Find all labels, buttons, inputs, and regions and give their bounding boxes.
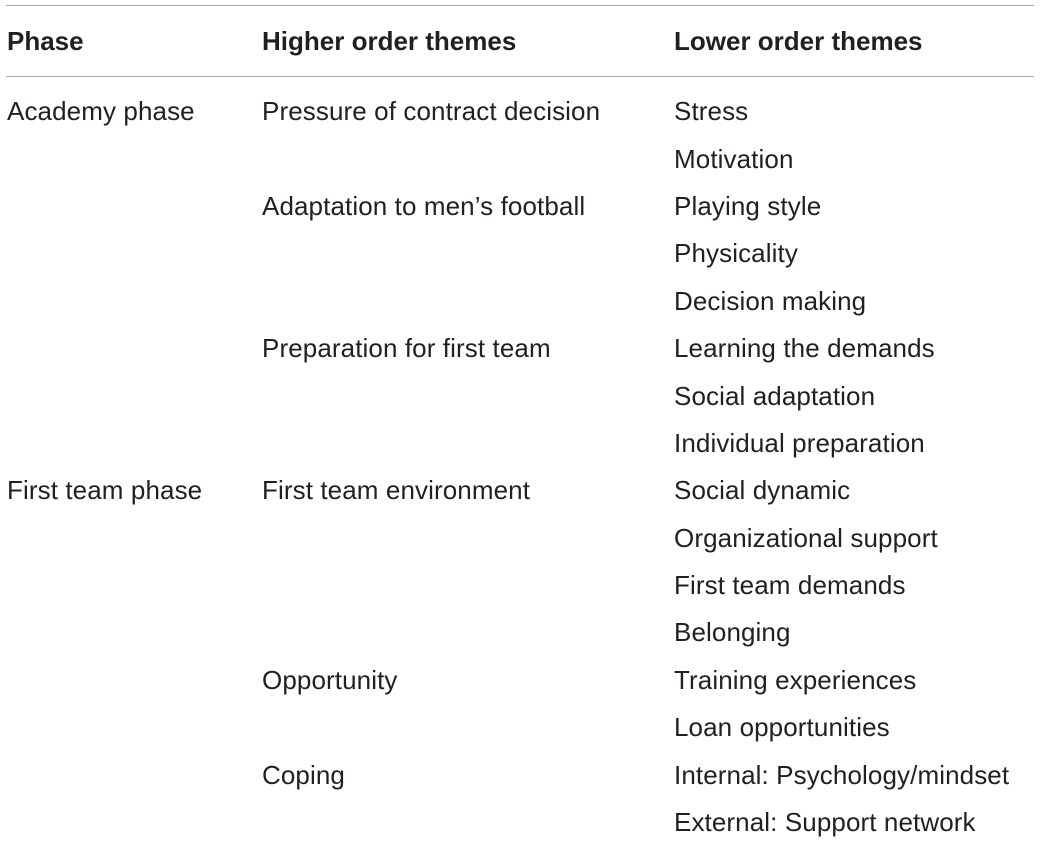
table-row: Academy phase Pressure of contract decisi… [6, 88, 1040, 135]
table-header-rule [6, 76, 1034, 77]
cell-lower-order-theme: Decision making [674, 285, 867, 316]
cell-lower-order-theme: Organizational support [674, 522, 938, 553]
cell-lower-order-theme: Loan opportunities [674, 712, 890, 743]
header-phase: Phase [7, 25, 84, 56]
table-body: Academy phase Pressure of contract decisi… [6, 77, 1040, 846]
table-row: First team phase First team environment So… [6, 467, 1040, 514]
cell-higher-order-theme: Pressure of contract decision [262, 96, 601, 127]
header-higher-order-themes: Higher order themes [262, 25, 517, 56]
table-row: Loan opportunities [6, 704, 1040, 751]
table-row: Adaptation to men’s football Playing styl… [6, 183, 1040, 230]
cell-lower-order-theme: Belonging [674, 617, 791, 648]
cell-phase: First team phase [7, 475, 203, 506]
cell-lower-order-theme: Social dynamic [674, 475, 851, 506]
cell-lower-order-theme: Motivation [674, 143, 794, 174]
cell-lower-order-theme: Learning the demands [674, 333, 935, 364]
cell-lower-order-theme: Physicality [674, 238, 798, 269]
table-row: Physicality [6, 230, 1040, 277]
cell-higher-order-theme: Adaptation to men’s football [262, 190, 586, 221]
table-top-rule [6, 5, 1034, 6]
cell-higher-order-theme: Preparation for first team [262, 333, 551, 364]
cell-higher-order-theme: Opportunity [262, 664, 398, 695]
table-row: First team demands [6, 562, 1040, 609]
cell-higher-order-theme: First team environment [262, 475, 531, 506]
cell-lower-order-theme: Internal: Psychology/mindset [674, 759, 1010, 790]
cell-lower-order-theme: External: Support network [674, 807, 976, 838]
header-lower-order-themes: Lower order themes [674, 25, 923, 56]
table-row: Belonging [6, 609, 1040, 656]
table-row: Individual preparation [6, 420, 1040, 467]
cell-lower-order-theme: Training experiences [674, 664, 917, 695]
table-header-row: Phase Higher order themes Lower order th… [6, 6, 1040, 76]
cell-lower-order-theme: Stress [674, 96, 749, 127]
table-row: Motivation [6, 135, 1040, 182]
cell-higher-order-theme: Coping [262, 759, 345, 790]
cell-lower-order-theme: Social adaptation [674, 380, 876, 411]
cell-lower-order-theme: Playing style [674, 190, 822, 221]
cell-lower-order-theme: First team demands [674, 570, 906, 601]
cell-lower-order-theme: Individual preparation [674, 427, 925, 458]
table-row: Organizational support [6, 515, 1040, 562]
table-row: Coping Internal: Psychology/mindset [6, 751, 1040, 798]
themes-table: Phase Higher order themes Lower order th… [6, 5, 1040, 846]
table-row: Social adaptation [6, 372, 1040, 419]
table-row: Preparation for first team Learning the d… [6, 325, 1040, 372]
cell-phase: Academy phase [7, 96, 195, 127]
table-row: Opportunity Training experiences [6, 657, 1040, 704]
table-row: Decision making [6, 278, 1040, 325]
table-row: External: Support network [6, 799, 1040, 846]
